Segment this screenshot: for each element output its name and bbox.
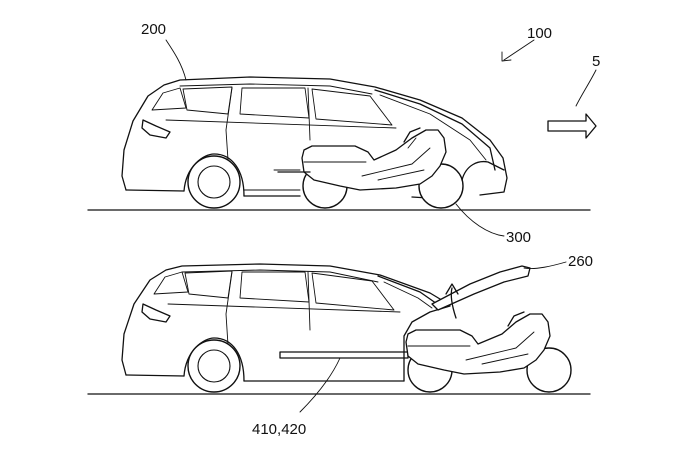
label-410-420: 410,420 <box>252 421 306 438</box>
motorcycle-300-bottom <box>405 311 572 393</box>
label-300: 300 <box>506 229 531 246</box>
top-view <box>87 76 591 211</box>
label-100: 100 <box>527 25 552 42</box>
bottom-view <box>87 263 591 395</box>
label-200: 200 <box>141 21 166 38</box>
vehicle-200-bottom <box>121 263 451 393</box>
rails-410-420 <box>279 351 409 359</box>
motorcycle-300-top <box>277 127 464 209</box>
leader-lines <box>165 39 597 413</box>
label-5: 5 <box>592 53 600 70</box>
hood-260-open <box>431 265 531 319</box>
direction-arrow <box>547 113 597 139</box>
vehicle-200-top <box>121 76 508 209</box>
label-260: 260 <box>568 253 593 270</box>
